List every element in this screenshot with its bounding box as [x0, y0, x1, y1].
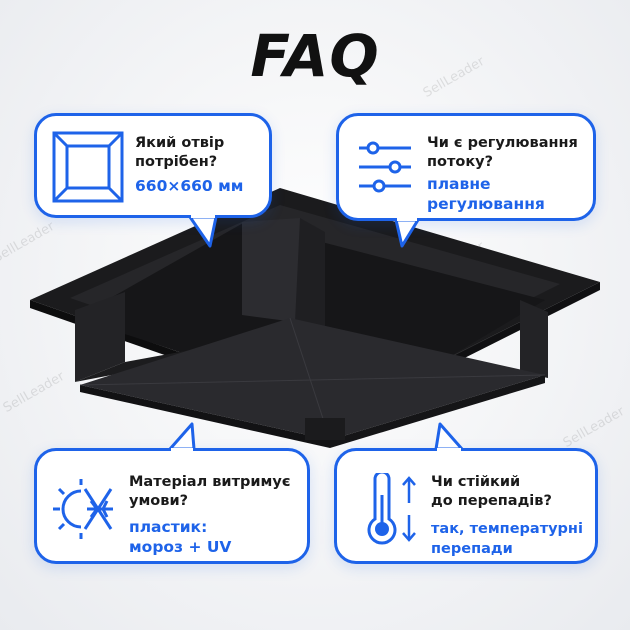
thermometer-arrows-icon — [367, 473, 416, 545]
question-line: Який отвір — [135, 135, 225, 151]
sun-snowflake-icon — [53, 479, 113, 539]
faq-card-temperature: Чи стійкий до перепадів? так, температур… — [334, 448, 598, 564]
faq-card-opening: Який отвір потрібен? 660×660 мм — [34, 113, 272, 218]
answer-line: 660×660 мм — [135, 177, 244, 195]
page-title: FAQ — [250, 22, 380, 90]
question-line: Матеріал витримує — [129, 474, 291, 490]
answer-line: перепади — [431, 541, 513, 557]
answer-line: регулювання — [427, 195, 545, 213]
answer-line: плавне — [427, 175, 491, 193]
answer-line: пластик: — [129, 518, 208, 536]
question-line: потоку? — [427, 154, 494, 170]
question-line: до перепадів? — [431, 493, 552, 509]
question-line: потрібен? — [135, 154, 218, 170]
question-line: Чи є регулювання — [427, 135, 578, 151]
question-line: Чи стійкий — [431, 474, 521, 490]
question-line: умови? — [129, 493, 189, 509]
faq-card-flow: Чи є регулювання потоку? плавне регулюва… — [336, 113, 596, 221]
sliders-icon — [359, 141, 411, 193]
square-opening-icon — [52, 131, 124, 203]
faq-card-material: Матеріал витримує умови? пластик: мороз … — [34, 448, 310, 564]
answer-line: так, температурні — [431, 521, 583, 537]
answer-line: мороз + UV — [129, 538, 232, 556]
